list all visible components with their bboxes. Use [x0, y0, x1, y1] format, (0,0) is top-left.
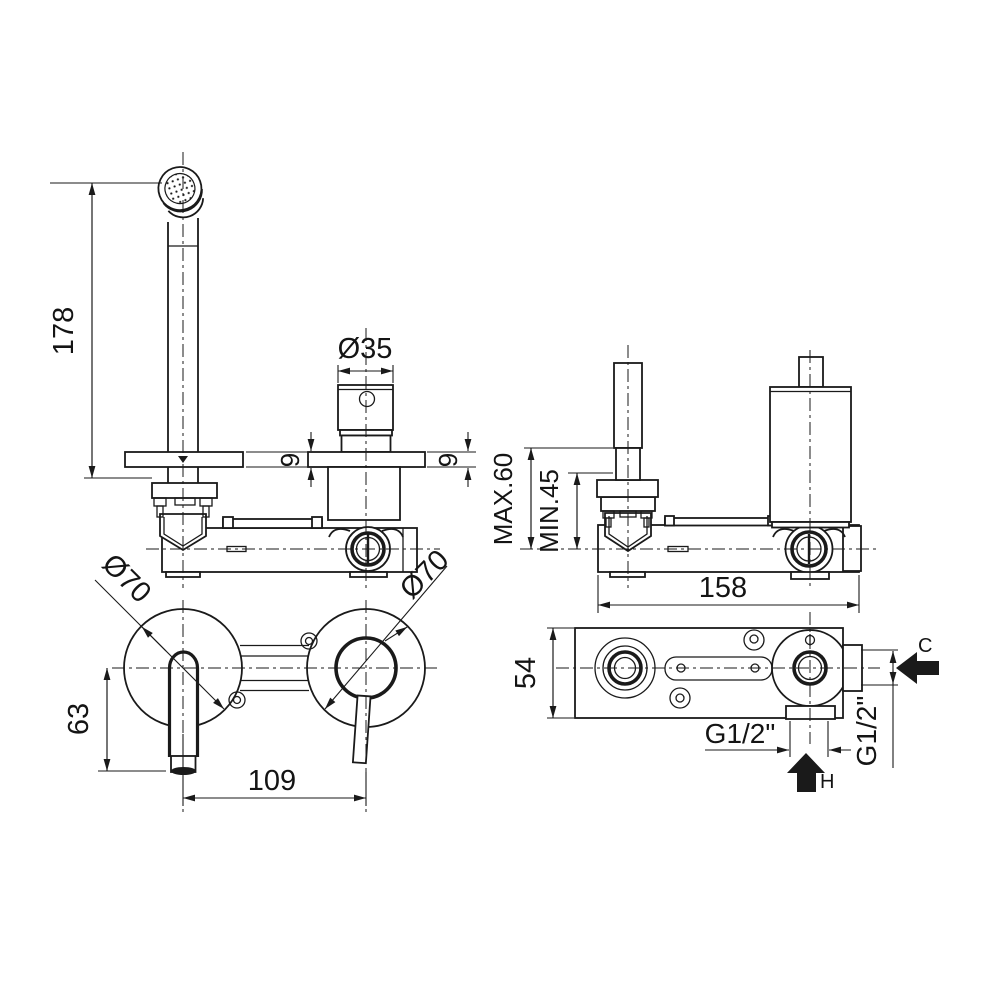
dim-wall-depth-max-label: MAX.60	[488, 453, 518, 546]
dim-cold-inlet-thread-label: G1/2"	[851, 696, 882, 767]
aerator-tip	[157, 166, 205, 219]
dim-wall-depth-min-label: MIN.45	[534, 469, 564, 553]
dim-body-length-label: 158	[699, 572, 747, 604]
dim-body-height-label: 54	[510, 657, 542, 689]
dim-spout-drop-label: 63	[63, 703, 95, 735]
dim-spout-height-label: 178	[48, 307, 80, 355]
dim-handle-diameter-label: Ø35	[338, 333, 393, 365]
side-view: MAX.60 MIN.45 158	[488, 345, 878, 613]
rough-in-view: 54 G1/2" H G1/2" C	[510, 612, 939, 793]
cold-inlet-arrow-icon	[896, 652, 939, 684]
dim-centers-distance-label: 109	[248, 765, 296, 797]
front-view: 178 Ø35 9 9	[48, 152, 476, 588]
cold-label: C	[918, 635, 932, 657]
dim-right-flange-thickness-label: 9	[433, 453, 463, 467]
hot-label: H	[820, 771, 834, 793]
dim-left-flange-thickness-label: 9	[275, 453, 305, 467]
dim-hot-inlet-thread-label: G1/2"	[705, 718, 776, 749]
hot-inlet-arrow-icon	[787, 753, 825, 792]
